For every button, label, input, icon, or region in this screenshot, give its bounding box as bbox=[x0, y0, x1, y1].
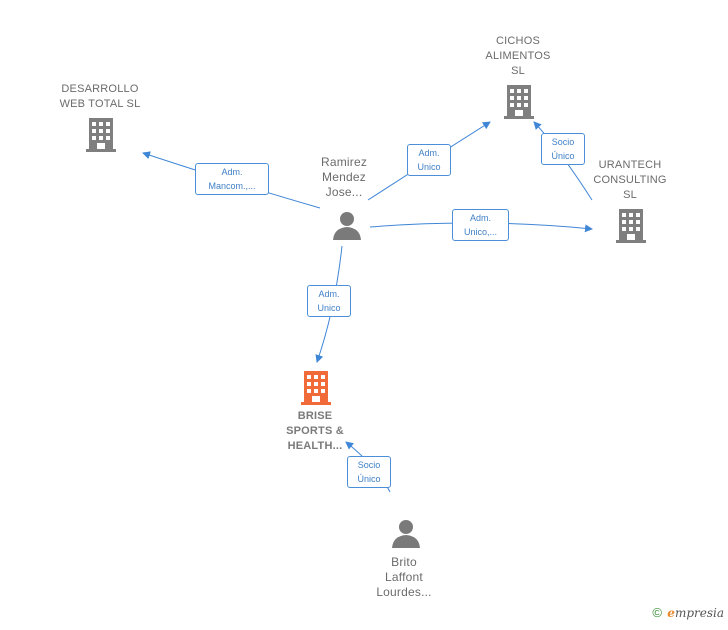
node-label-line: Laffont bbox=[385, 570, 423, 584]
node-label-line: Lourdes... bbox=[376, 585, 432, 599]
node-label-line: DESARROLLO bbox=[61, 83, 139, 95]
edge-label-line: Socio bbox=[357, 460, 381, 470]
edge-label-line: Unico bbox=[417, 162, 441, 172]
copyright-icon: © bbox=[652, 605, 662, 620]
building-icon[interactable] bbox=[504, 85, 534, 119]
node-label-line: SL bbox=[511, 65, 525, 77]
edge-label-adm-mancom[interactable]: Adm. Mancom.,... bbox=[195, 163, 269, 195]
edge-label-adm-unico-urantech[interactable]: Adm. Unico,... bbox=[452, 209, 509, 241]
node-label-line: Brito bbox=[391, 555, 417, 569]
edge-label-line: Adm. bbox=[221, 167, 243, 177]
building-icon-focus[interactable] bbox=[301, 371, 331, 405]
node-label-line: Jose... bbox=[325, 185, 363, 199]
node-label-desarrollo[interactable]: DESARROLLO WEB TOTAL SL bbox=[40, 82, 160, 112]
edge-label-line: Adm. bbox=[318, 289, 340, 299]
edge-label-socio-unico-brise[interactable]: Socio Único bbox=[347, 456, 391, 488]
edge-label-line: Socio bbox=[551, 137, 575, 147]
edge-label-socio-unico-cichos[interactable]: Socio Único bbox=[541, 133, 585, 165]
edge-label-line: Mancom.,... bbox=[208, 181, 256, 191]
node-label-line: SPORTS & bbox=[286, 425, 344, 437]
node-label-line: CONSULTING bbox=[593, 174, 667, 186]
brand-logo: empresia bbox=[667, 606, 724, 620]
edge-label-line: Adm. bbox=[469, 213, 491, 223]
node-label-line: ALIMENTOS bbox=[485, 50, 551, 62]
node-label-line: Ramirez bbox=[320, 155, 368, 169]
edge-label-line: Adm. bbox=[418, 148, 440, 158]
building-icon[interactable] bbox=[616, 209, 646, 243]
node-label-cichos[interactable]: CICHOS ALIMENTOS SL bbox=[470, 34, 566, 79]
node-label-ramirez[interactable]: Ramirez Mendez Jose... bbox=[304, 155, 384, 200]
building-icon[interactable] bbox=[86, 118, 116, 152]
node-label-line: WEB TOTAL SL bbox=[59, 98, 141, 110]
node-label-line: SL bbox=[623, 189, 637, 201]
edge-label-line: Único bbox=[551, 151, 575, 161]
edge-label-line: Único bbox=[357, 474, 381, 484]
node-label-line: URANTECH bbox=[598, 159, 662, 171]
edge-label-line: Unico,... bbox=[463, 227, 497, 237]
person-icon[interactable] bbox=[392, 520, 420, 548]
brand-initial: e bbox=[667, 606, 675, 620]
node-label-line: HEALTH... bbox=[287, 440, 343, 452]
node-label-brise[interactable]: BRISE SPORTS & HEALTH... bbox=[270, 409, 360, 454]
footer-brand[interactable]: © empresia bbox=[652, 605, 724, 620]
node-label-urantech[interactable]: URANTECH CONSULTING SL bbox=[580, 158, 680, 203]
brand-rest: mpresia bbox=[674, 606, 724, 620]
edge-label-adm-unico-cichos[interactable]: Adm. Unico bbox=[407, 144, 451, 176]
node-label-line: Mendez bbox=[322, 170, 366, 184]
edge-label-line: Unico bbox=[317, 303, 341, 313]
node-label-line: CICHOS bbox=[496, 35, 540, 47]
node-label-line: BRISE bbox=[297, 410, 333, 422]
node-label-brito[interactable]: Brito Laffont Lourdes... bbox=[364, 555, 444, 600]
edge-label-adm-unico-brise[interactable]: Adm. Unico bbox=[307, 285, 351, 317]
person-icon[interactable] bbox=[333, 212, 361, 240]
